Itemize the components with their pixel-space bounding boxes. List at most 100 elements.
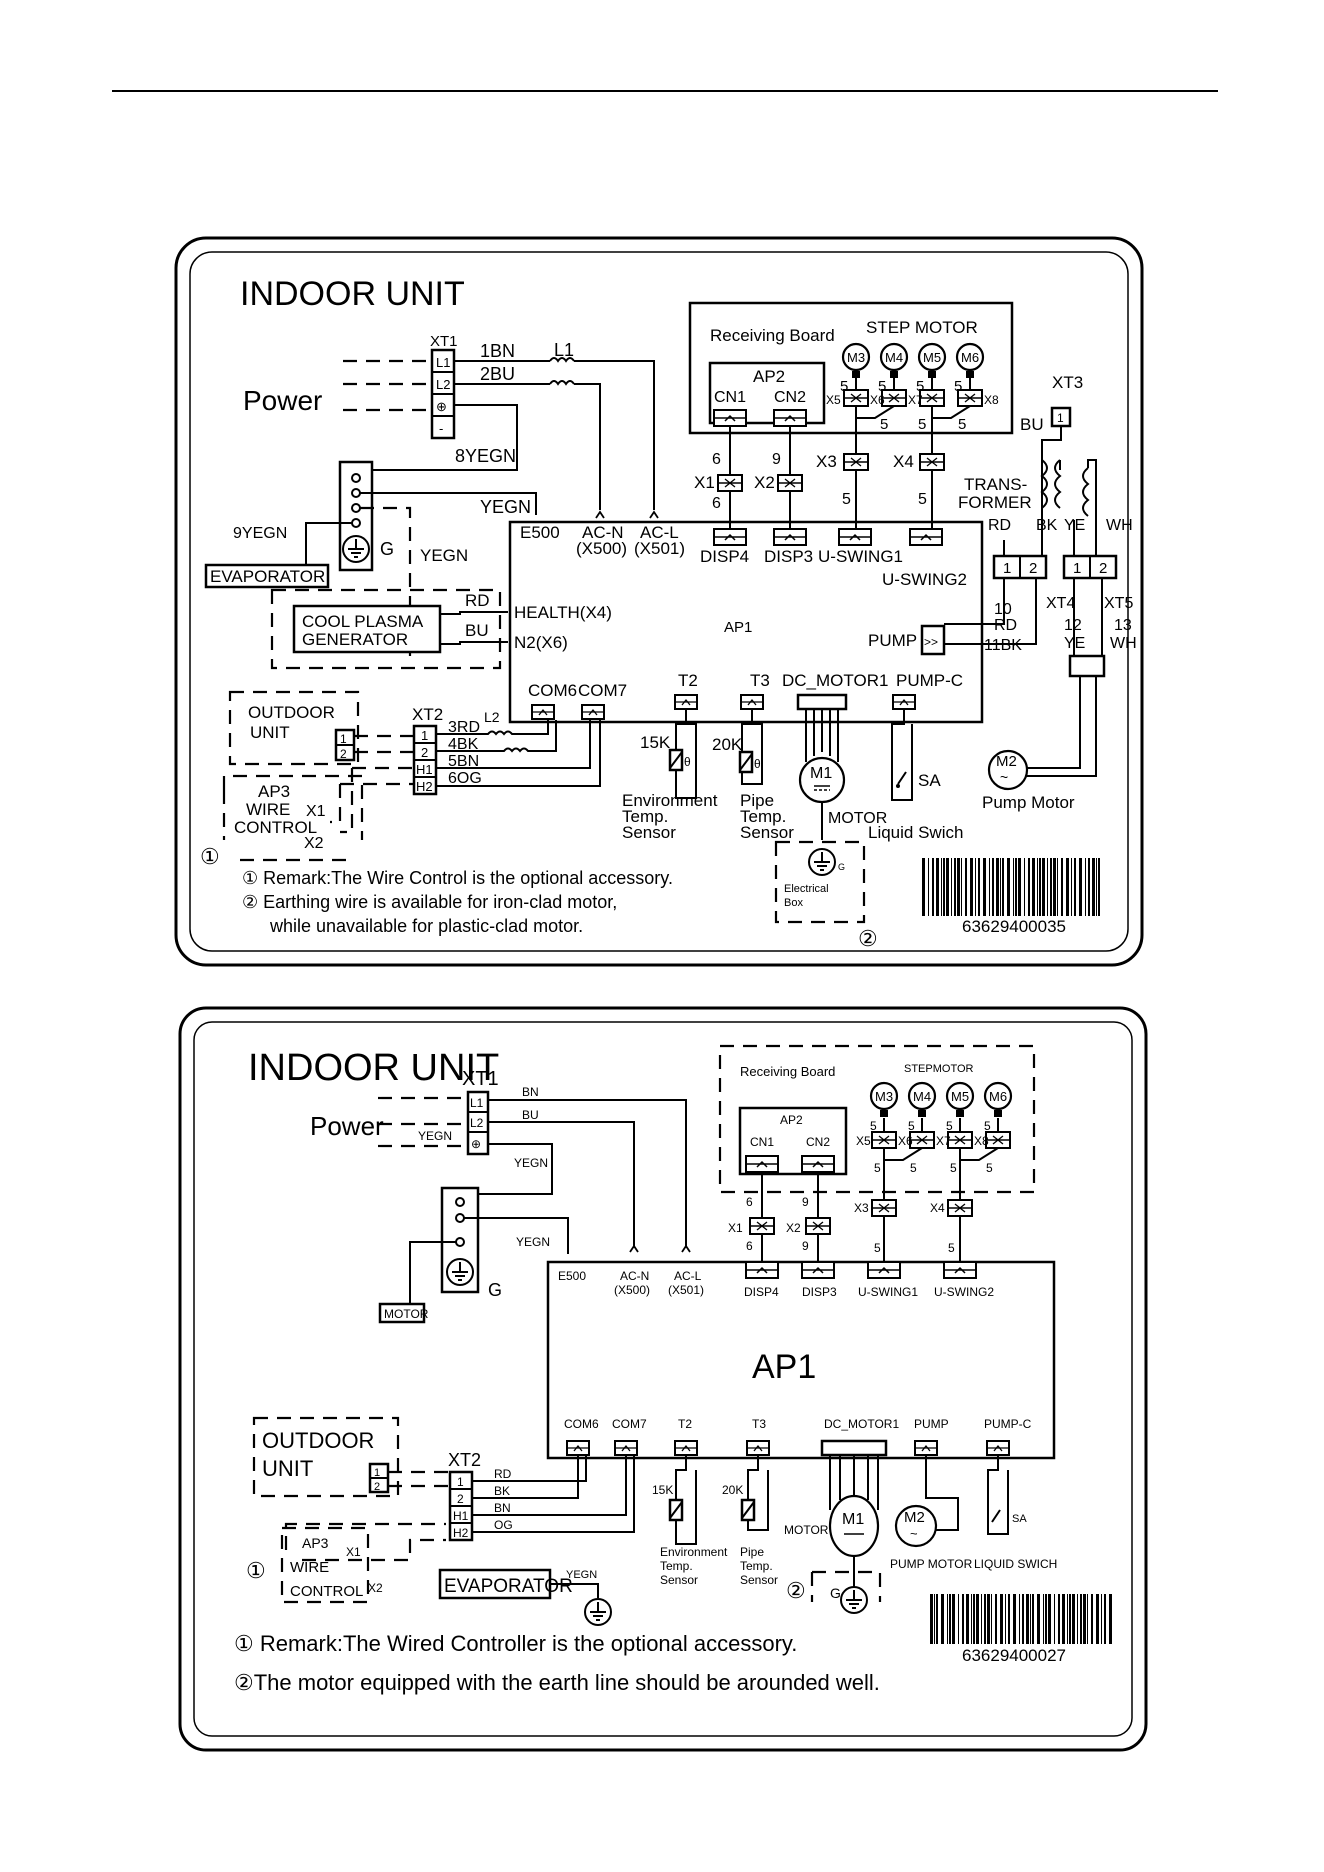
- barcode-bar: [983, 858, 986, 916]
- svg-text:M3: M3: [875, 1089, 893, 1104]
- d1-pump-motor-connector: [1068, 654, 1106, 678]
- barcode-bar: [1037, 1594, 1040, 1644]
- svg-text:5: 5: [946, 1119, 953, 1133]
- d1-acl-label: AC-L: [640, 523, 679, 542]
- svg-text:1: 1: [421, 728, 428, 743]
- svg-text:5: 5: [950, 1161, 957, 1175]
- barcode-bar: [992, 858, 994, 916]
- svg-text:YEGN: YEGN: [516, 1235, 550, 1249]
- barcode-bar: [1071, 858, 1072, 916]
- svg-text:5BN: 5BN: [448, 753, 479, 770]
- barcode-bar: [1067, 1594, 1068, 1644]
- d1-ground-icon: [342, 535, 370, 563]
- svg-text:6: 6: [712, 495, 721, 512]
- svg-text:1: 1: [1073, 560, 1081, 577]
- svg-text:WH: WH: [1110, 635, 1137, 652]
- svg-text:5: 5: [954, 378, 962, 395]
- d1-yegn2-label: YEGN: [420, 546, 468, 565]
- barcode-bar: [1026, 1594, 1029, 1644]
- svg-text:~: ~: [1000, 769, 1008, 785]
- barcode-bar: [936, 858, 939, 916]
- barcode-bar: [1104, 1594, 1106, 1644]
- d1-pump-c-connector: [892, 694, 916, 710]
- d1-cn2-connector: [773, 409, 807, 427]
- svg-text:13: 13: [1114, 617, 1132, 634]
- barcode-bar: [1032, 858, 1035, 916]
- barcode-bar: [922, 858, 925, 916]
- barcode-bar: [1000, 1594, 1003, 1644]
- d1-plasma-dashed-frame: [270, 588, 502, 670]
- svg-text:~: ~: [910, 1526, 918, 1541]
- svg-text:5: 5: [984, 1119, 991, 1133]
- d1-wire-yegn-e500: [360, 492, 537, 515]
- svg-text:G: G: [488, 1280, 502, 1300]
- barcode-bar: [1039, 858, 1041, 916]
- svg-text:M4: M4: [913, 1089, 931, 1104]
- d1-transformer-primary: [1040, 459, 1048, 509]
- svg-text:X3: X3: [854, 1201, 869, 1215]
- barcode-bar: [954, 858, 956, 916]
- svg-text:20K: 20K: [722, 1483, 743, 1497]
- svg-text:COM7: COM7: [612, 1417, 647, 1431]
- svg-text:2: 2: [374, 1481, 380, 1493]
- d1-cn2-label: CN2: [774, 389, 806, 406]
- d1-g-label: G: [380, 539, 394, 559]
- barcode-bar: [978, 858, 980, 916]
- svg-text:11BK: 11BK: [984, 637, 1022, 654]
- svg-text:5: 5: [918, 416, 926, 433]
- d1-outdoor-line2: UNIT: [250, 723, 290, 742]
- d1-uswing1-label: U-SWING1: [818, 547, 903, 566]
- svg-text:T2: T2: [678, 1417, 692, 1431]
- svg-text:M6: M6: [989, 1089, 1007, 1104]
- barcode-bar: [1019, 1594, 1020, 1644]
- d1-xt2-terminal-block: 1 2 H1 H2: [412, 724, 438, 796]
- svg-text:RD: RD: [988, 517, 1011, 534]
- d1-wire-3rd: [436, 720, 549, 736]
- d1-step-motor-label: STEP MOTOR: [866, 318, 978, 337]
- d1-x1-connector: [717, 474, 743, 492]
- d1-ap1-label: AP1: [724, 619, 752, 636]
- svg-text:H1: H1: [416, 762, 433, 777]
- svg-text:①: ①: [246, 1558, 266, 1583]
- svg-text:5: 5: [840, 378, 848, 395]
- svg-text:6: 6: [712, 451, 721, 468]
- d1-uswing2-label: U-SWING2: [882, 570, 967, 589]
- d1-motor-m4: M4: [885, 350, 903, 365]
- barcode-bar: [1074, 858, 1076, 916]
- d1-barcode-number: 63629400035: [962, 917, 1066, 936]
- d2-xt1-label: XT1: [462, 1068, 499, 1090]
- d1-ap3-line1: AP3: [258, 782, 290, 801]
- svg-text:BK: BK: [1036, 517, 1058, 534]
- d1-env-sensor-line2: Temp.: [622, 807, 668, 826]
- d1-remark-2a: ② Earthing wire is available for iron-cl…: [242, 892, 617, 912]
- svg-text:M5: M5: [951, 1089, 969, 1104]
- barcode-bar: [965, 858, 967, 916]
- svg-text:5: 5: [908, 1119, 915, 1133]
- svg-text:X4: X4: [930, 1201, 945, 1215]
- svg-text:1: 1: [1057, 411, 1064, 425]
- barcode-bar: [1047, 858, 1048, 916]
- d1-env-sensor-line3: Sensor: [622, 823, 676, 842]
- d1-e500-label: E500: [520, 523, 560, 542]
- svg-text:6OG: 6OG: [448, 770, 482, 787]
- svg-text:L2: L2: [470, 1116, 484, 1130]
- d1-wire-pump-motor-feed: [1073, 578, 1103, 660]
- d1-liquid-switch-icon: [897, 771, 907, 785]
- d1-transformer-line2: FORMER: [958, 493, 1032, 512]
- svg-text:X1: X1: [728, 1221, 743, 1235]
- d1-pipe-sensor-line3: Sensor: [740, 823, 794, 842]
- barcode-bar: [928, 858, 929, 916]
- svg-text:DC_MOTOR1: DC_MOTOR1: [824, 1417, 899, 1431]
- barcode-bar: [987, 1594, 990, 1644]
- svg-text:5: 5: [880, 416, 888, 433]
- svg-text:Sensor: Sensor: [740, 1573, 778, 1587]
- d2-step-motors: M3 M4 M5 M6 5 5 5 5 X5 X6 X7 X8 5 5 5 5: [856, 1081, 1013, 1175]
- barcode-bar: [943, 858, 945, 916]
- svg-text:YEGN: YEGN: [566, 1569, 597, 1581]
- svg-text:X1: X1: [694, 473, 715, 492]
- barcode-bar: [1096, 1594, 1099, 1644]
- d1-bu-label: BU: [465, 621, 489, 640]
- d1-title: INDOOR UNIT: [240, 275, 465, 313]
- barcode-bar: [975, 858, 976, 916]
- svg-text:X2: X2: [754, 473, 775, 492]
